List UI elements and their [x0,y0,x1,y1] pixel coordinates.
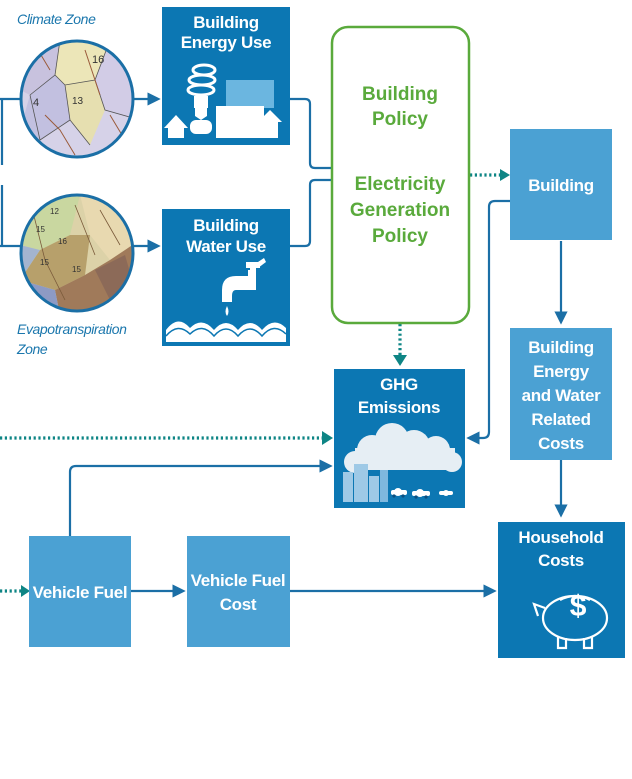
climate-zone-map: 16 4 13 [19,39,135,159]
dotted-arrowhead-building [500,169,510,181]
line-water-to-policy [290,178,332,248]
building-costs-line5: Costs [538,434,584,453]
evapo-zone-number-15-c: 15 [72,265,81,274]
vehicle-fuel-cost-title-2: Cost [220,595,257,614]
ghg-title-1: GHG [380,375,418,394]
climate-zone-label: Climate Zone [17,11,96,27]
climate-zone-number-4: 4 [33,97,39,109]
building-costs-line4: Related [531,410,590,429]
dollar-icon: $ [570,590,587,623]
vehicle-fuel-cost-box: Vehicle Fuel Cost [187,536,290,647]
dotted-arrowhead-vehicle [21,585,30,597]
electricity-policy-line2: Generation [350,200,450,221]
ghg-emissions-box: GHG Emissions [334,369,465,508]
arrow-vehicle-to-ghg [68,459,333,536]
policy-box: Building Policy Electricity Generation P… [330,25,471,325]
connectors [0,92,568,598]
building-water-use-box: Building Water Use [162,209,290,346]
building-energy-use-title-2: Energy Use [181,33,272,52]
dotted-connectors [0,173,500,593]
building-energy-use-title-1: Building [193,13,259,32]
building-costs-line2: Energy [533,362,590,381]
building-energy-use-box: Building Energy Use [162,7,290,145]
arrow-building-to-ghg [466,199,510,445]
building-costs-box: Building Energy and Water Related Costs [510,328,612,460]
evapo-zone-number-15-a: 15 [36,225,45,234]
household-costs-title-1: Household [518,528,603,547]
evapo-zone-number-15-b: 15 [40,258,49,267]
faucet-icon [165,258,287,342]
energy-use-icon [164,63,282,138]
electricity-policy-line3: Policy [372,226,428,247]
line-energy-to-policy [290,97,332,170]
dotted-arrowhead-ghg [393,355,407,366]
vehicle-fuel-box: Vehicle Fuel [29,536,131,647]
climate-zone-number-13: 13 [72,96,84,107]
building-box: Building [510,129,612,240]
evapotranspiration-zone-map: 12 15 16 15 15 [19,193,135,313]
evapotranspiration-label-line2: Zone [16,341,48,357]
vehicle-fuel-title: Vehicle Fuel [33,583,128,602]
household-costs-box: Household Costs $ [498,522,625,658]
ghg-title-2: Emissions [358,398,440,417]
dotted-arrowhead-ghg-left [322,431,333,445]
building-water-use-title-1: Building [193,216,259,235]
building-title: Building [528,176,594,195]
vehicle-fuel-cost-title-1: Vehicle Fuel [191,571,286,590]
building-costs-line1: Building [528,338,594,357]
building-costs-line3: and Water [522,386,602,405]
evapotranspiration-label-line1: Evapotranspiration [17,321,127,337]
building-water-use-title-2: Water Use [186,237,266,256]
electricity-policy-line1: Electricity [355,174,446,195]
climate-zone-number-16: 16 [92,54,104,66]
emissions-icon [343,423,462,502]
piggy-bank-icon: $ [532,590,609,650]
building-policy-line1: Building [362,84,438,105]
household-costs-title-2: Costs [538,551,584,570]
evapo-zone-number-16: 16 [58,237,67,246]
evapo-zone-number-12: 12 [50,207,59,216]
building-policy-line2: Policy [372,109,428,130]
